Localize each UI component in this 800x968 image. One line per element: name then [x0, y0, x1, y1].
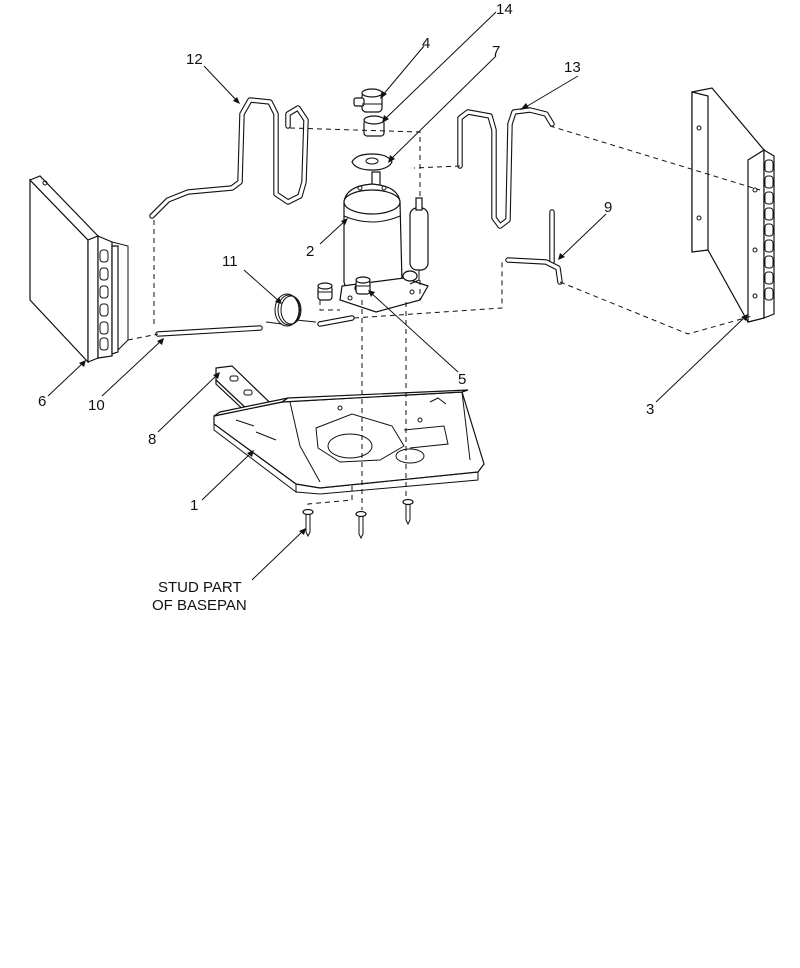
callout-5: 5 — [458, 371, 466, 388]
capillary-coil-part-11 — [265, 293, 317, 327]
compressor-part-2 — [339, 171, 429, 313]
callout-12: 12 — [186, 51, 203, 68]
cap-part-4 — [353, 88, 383, 113]
gasket-part-7 — [351, 153, 393, 171]
discharge-tube-part-12 — [149, 97, 309, 219]
screw-middle — [355, 510, 367, 540]
callout-3: 3 — [646, 401, 654, 418]
leader-lines — [47, 11, 748, 581]
callout-4: 4 — [422, 35, 430, 52]
stud-note-line-1: STUD PART — [158, 579, 242, 596]
grommet-part-5 — [317, 276, 371, 301]
callout-7: 7 — [492, 43, 500, 60]
stud-note-line-2: OF BASEPAN — [152, 597, 247, 614]
callout-2: 2 — [306, 243, 314, 260]
suction-tube-part-13 — [457, 107, 555, 229]
tube-part-9 — [505, 209, 563, 285]
assembly-guide-lines — [127, 125, 761, 510]
callout-6: 6 — [38, 393, 46, 410]
left-coil-part-6 — [28, 175, 129, 364]
right-coil-part-3 — [691, 87, 775, 323]
screw-left — [302, 508, 314, 538]
callout-14: 14 — [496, 1, 513, 18]
screw-right — [402, 498, 414, 526]
callout-1: 1 — [190, 497, 198, 514]
callout-8: 8 — [148, 431, 156, 448]
sleeve-part-14 — [363, 115, 385, 137]
callout-11: 11 — [222, 253, 238, 270]
callout-10: 10 — [88, 397, 105, 414]
capillary-line-part-10 — [155, 315, 355, 337]
callout-9: 9 — [604, 199, 612, 216]
callout-13: 13 — [564, 59, 581, 76]
basepan-part-1 — [213, 389, 485, 495]
